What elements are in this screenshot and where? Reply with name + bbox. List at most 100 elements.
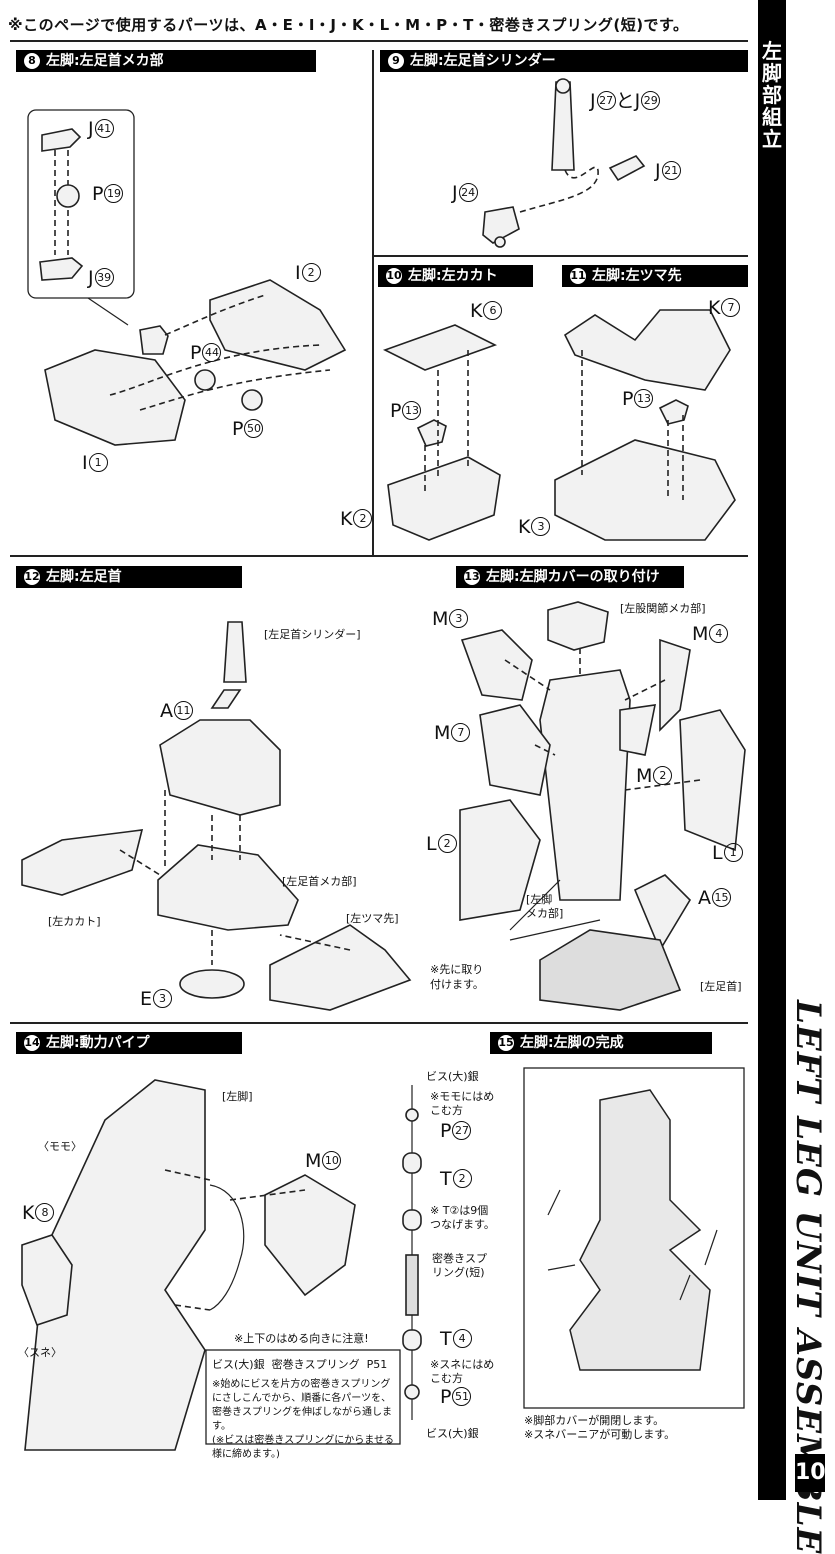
step12-label-heel: [左カカト] — [48, 915, 101, 928]
step14-part-m10 — [264, 1174, 356, 1297]
step14-instruction-box — [205, 1349, 401, 1445]
step14-seq-p: P51 — [366, 1358, 388, 1371]
assembly-illustrations — [21, 78, 746, 1451]
step-title-11: 左脚:左ツマ先 — [592, 268, 682, 284]
step12-label-ankle-mecha: [左足首メカ部] — [282, 875, 357, 888]
step14-note-momo: ※モモにはめ こむ方 — [430, 1090, 495, 1117]
sidebar-title-jp: 左脚部組立 — [762, 39, 782, 151]
step10-part-p13 — [416, 419, 447, 447]
step13-part-l1 — [679, 709, 746, 852]
step11-part-k7 — [563, 309, 731, 391]
step8-part-i1 — [44, 349, 186, 446]
divider-top — [10, 40, 748, 42]
step13-label-foot: [左足首] — [700, 980, 742, 993]
step-number-11: 11 — [570, 268, 586, 284]
sidebar: 左脚部組立 LEFT LEG UNIT ASSEMBLE — [752, 0, 835, 1554]
step13-part-m4 — [659, 638, 691, 732]
step15-photo-frame — [523, 1067, 745, 1409]
step14-seq-spring: 密巻きスプリング — [271, 1358, 360, 1371]
step15-note-cover: ※脚部カバーが開閉します。 — [524, 1414, 665, 1427]
divider-section-2 — [10, 1022, 748, 1024]
step-title-12: 左脚:左足首 — [46, 569, 122, 585]
step-title-9: 左脚:左足首シリンダー — [410, 53, 556, 69]
step14-caution: ※上下のはめる向きに注意! — [234, 1332, 369, 1345]
step-header-15: 15 左脚:左脚の完成 — [490, 1032, 712, 1054]
step13-hip-mecha — [547, 601, 609, 651]
step-number-13: 13 — [464, 569, 480, 585]
step14-label-spring: 密巻きスプ リング(短) — [432, 1252, 487, 1279]
step14-note-sune: ※スネにはめ こむ方 — [430, 1358, 495, 1385]
step8-part-p50 — [241, 389, 263, 411]
step14-seq-bis: ビス(大)銀 — [212, 1358, 265, 1371]
step14-label-bis-top: ビス(大)銀 — [426, 1070, 479, 1083]
step-header-12: 12 左脚:左足首 — [16, 566, 242, 588]
step10-part-k6 — [382, 324, 498, 371]
divider-mid-right — [374, 255, 748, 257]
step-header-13: 13 左脚:左脚カバーの取り付け — [456, 566, 684, 588]
step9-part-j21 — [608, 155, 646, 182]
step-title-13: 左脚:左脚カバーの取り付け — [486, 569, 660, 585]
step13-label-leg-mecha: [左脚 メカ部] — [526, 893, 564, 920]
step14-power-pipe — [209, 1184, 245, 1311]
step11-part-k3 — [554, 439, 736, 541]
step13-part-l2 — [459, 799, 541, 921]
step-number-8: 8 — [24, 53, 40, 69]
step14-label-leg: [左脚] — [222, 1090, 253, 1103]
step12-label-toe: [左ツマ先] — [346, 912, 399, 925]
step13-part-m3 — [460, 629, 533, 701]
step-number-10: 10 — [386, 268, 402, 284]
step14-part-k8 — [21, 1234, 73, 1327]
step14-label-sune: 〈スネ〉 — [18, 1346, 62, 1359]
step-number-15: 15 — [498, 1035, 514, 1051]
step14-sequence-row: ビス(大)銀 密巻きスプリング P51 — [212, 1356, 387, 1372]
step-header-11: 11 左脚:左ツマ先 — [562, 265, 748, 287]
step8-part-j41 — [41, 128, 82, 152]
step-title-15: 左脚:左脚の完成 — [520, 1035, 624, 1051]
divider-section-1 — [10, 555, 748, 557]
step12-part-a11 — [159, 719, 281, 816]
step12-label-cylinder: [左足首シリンダー] — [264, 628, 361, 641]
step13-part-a15 — [633, 874, 692, 952]
step15-completed-leg — [569, 1089, 711, 1371]
sidebar-title-en-wrap: LEFT LEG UNIT ASSEMBLE — [788, 1000, 830, 1554]
step13-label-hip-mecha: [左股関節メカ部] — [620, 602, 706, 615]
step8-part-j-joint — [139, 325, 169, 355]
step13-note-attach-first: ※先に取り 付けます。 — [430, 963, 484, 991]
page-number: 10 — [795, 1454, 826, 1492]
step13-part-m2 — [619, 704, 657, 756]
step15-note-vernier: ※スネバーニアが可動します。 — [524, 1428, 676, 1441]
step12-cylinder — [223, 621, 247, 683]
step10-part-k2 — [387, 456, 501, 541]
step14-label-momo: 〈モモ〉 — [38, 1140, 82, 1153]
sidebar-bar — [758, 0, 786, 1500]
step8-part-p19 — [56, 184, 80, 208]
step-number-12: 12 — [24, 569, 40, 585]
step-number-14: 14 — [24, 1035, 40, 1051]
step8-inset-box — [27, 109, 135, 299]
divider-vertical-top — [372, 50, 374, 555]
